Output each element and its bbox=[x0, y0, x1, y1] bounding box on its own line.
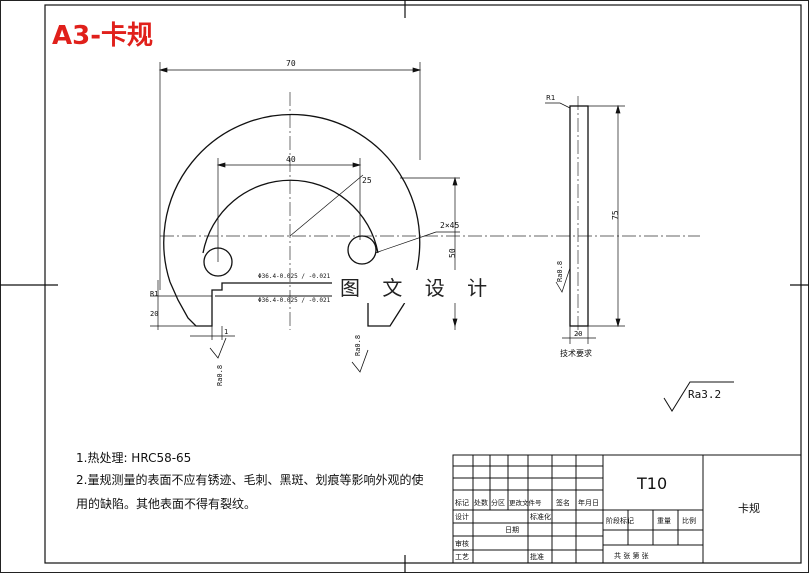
roughness-left: Ra0.8 bbox=[216, 365, 224, 386]
relief-hole-right bbox=[347, 235, 377, 265]
tol-diameter-2: Φ36.4-0.025 / -0.021 bbox=[258, 297, 331, 304]
tb-shenhe: 审核 bbox=[455, 539, 469, 548]
tb-part-name: 卡规 bbox=[738, 501, 760, 515]
tb-jieduan: 阶段标记 bbox=[606, 516, 634, 525]
dim-1: 1 bbox=[224, 328, 228, 336]
watermark: 图 文 设 计 bbox=[332, 270, 504, 303]
inner-profile bbox=[202, 179, 379, 254]
gauge-base bbox=[169, 281, 405, 327]
tb-qianming: 签名 bbox=[556, 498, 570, 507]
drawing-title-tag: A3-卡规 bbox=[52, 21, 153, 51]
tech-note-1: 1.热处理: HRC58-65 bbox=[76, 451, 192, 465]
side-profile bbox=[569, 105, 589, 327]
tb-gongyi: 工艺 bbox=[455, 553, 469, 561]
tech-note-2: 2.量规测量的表面不应有锈迹、毛刺、黑斑、划痕等影响外观的使 bbox=[76, 473, 424, 487]
dim-chamfer: 2×45 bbox=[440, 221, 459, 230]
tb-biaozhunhua: 标准化 bbox=[530, 512, 551, 521]
tb-material: T10 bbox=[636, 474, 667, 493]
side-label-r1: R1 bbox=[546, 94, 555, 102]
tb-riqi: 日期 bbox=[505, 526, 519, 534]
dim-20: 20 bbox=[150, 310, 158, 318]
tb-sheji: 设计 bbox=[455, 512, 469, 521]
tb-chushu: 处数 bbox=[474, 498, 488, 507]
dim-75: 75 bbox=[611, 210, 620, 220]
roughness-mid: Ra0.8 bbox=[354, 335, 362, 356]
dim-r: 25 bbox=[362, 176, 372, 185]
title-block bbox=[452, 454, 802, 564]
tol-diameter-1: Φ36.4-0.025 / -0.021 bbox=[258, 273, 331, 280]
general-roughness-value: Ra3.2 bbox=[688, 388, 721, 401]
tb-bili: 比例 bbox=[682, 516, 696, 525]
tb-pizhun: 批准 bbox=[530, 552, 544, 561]
tb-nianyueri: 年月日 bbox=[578, 498, 599, 507]
dim-70: 70 bbox=[286, 59, 296, 68]
dim-width: 20 bbox=[574, 330, 582, 338]
tb-gengai: 更改文件号 bbox=[509, 498, 542, 507]
tb-sheet-count: 共 张 第 张 bbox=[614, 551, 649, 560]
side-view: 75 20 Ra0.8 R1 技术要求 bbox=[545, 94, 625, 358]
title-block-labels: 标记 处数 分区 更改文件号 签名 年月日 设计 标准化 日期 审核 工艺 批准… bbox=[455, 474, 760, 561]
general-roughness bbox=[663, 381, 734, 412]
outer-profile bbox=[163, 113, 421, 305]
dim-50: 50 bbox=[448, 248, 457, 258]
inner-border bbox=[44, 4, 802, 564]
tb-zhongliang: 重量 bbox=[657, 517, 671, 525]
dim-40: 40 bbox=[286, 155, 296, 164]
center-lines bbox=[160, 92, 700, 336]
tb-biaoji: 标记 bbox=[455, 498, 469, 507]
tech-note-3: 用的缺陷。其他表面不得有裂纹。 bbox=[76, 497, 257, 511]
dim-r1: R1 bbox=[150, 290, 158, 298]
tech-requirement-label: 技术要求 bbox=[560, 348, 592, 358]
roughness-side: Ra0.8 bbox=[556, 261, 564, 282]
tb-fenqu: 分区 bbox=[491, 498, 505, 507]
front-view: 70 40 50 25 2×45 20 1 R1 Φ36.4-0.025 / -… bbox=[150, 59, 700, 386]
